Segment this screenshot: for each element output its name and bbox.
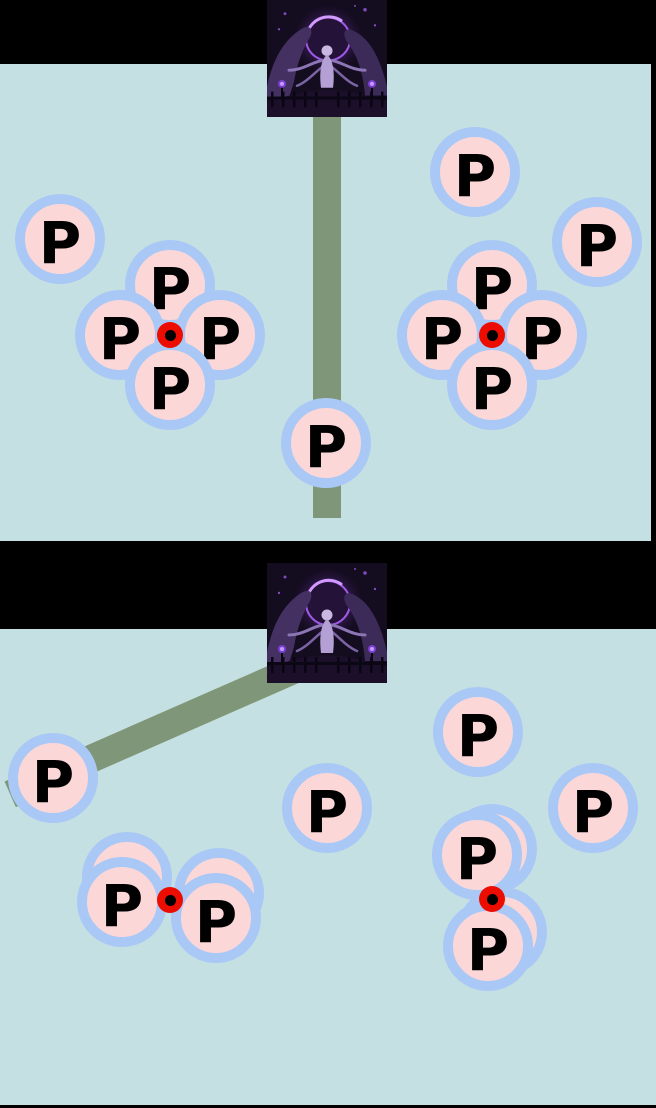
capture-marker [157,322,183,348]
unit-label: P [571,778,615,846]
unit-label: P [456,702,500,770]
capture-marker-core [164,894,176,906]
unit-circle[interactable]: P [77,857,167,947]
capture-marker-core [486,329,498,341]
unit-label: P [100,872,144,940]
capture-marker-core [164,329,176,341]
capture-marker [157,887,183,913]
unit-label: P [148,355,192,423]
unit-label: P [453,142,497,210]
unit-circle[interactable]: P [171,873,261,963]
unit-circle[interactable]: P [447,340,537,430]
unit-label: P [455,825,499,893]
unit-circle[interactable]: P [430,127,520,217]
unit-label: P [38,209,82,277]
unit-circle[interactable]: P [443,901,533,991]
unit-circle[interactable]: P [281,398,371,488]
dark-sorceress-art-bottom [267,563,387,683]
unit-label: P [194,888,238,956]
unit-circle[interactable]: P [433,687,523,777]
unit-circle[interactable]: P [397,290,487,380]
right-edge-border [651,0,656,541]
unit-label: P [470,355,514,423]
unit-circle[interactable]: P [282,763,372,853]
bottom-edge-border [0,1105,656,1108]
capture-marker-core [486,893,498,905]
unit-label: P [31,748,75,816]
unit-circle[interactable]: P [548,763,638,853]
unit-circle[interactable]: P [552,197,642,287]
unit-label: P [575,212,619,280]
unit-circle[interactable]: P [125,340,215,430]
capture-marker [479,322,505,348]
unit-circle[interactable]: P [432,810,522,900]
unit-circle[interactable]: P [8,733,98,823]
unit-label: P [305,778,349,846]
capture-marker [479,886,505,912]
dark-sorceress-art-top [267,0,387,117]
unit-label: P [466,916,510,984]
unit-label: P [304,413,348,481]
unit-circle[interactable]: P [15,194,105,284]
